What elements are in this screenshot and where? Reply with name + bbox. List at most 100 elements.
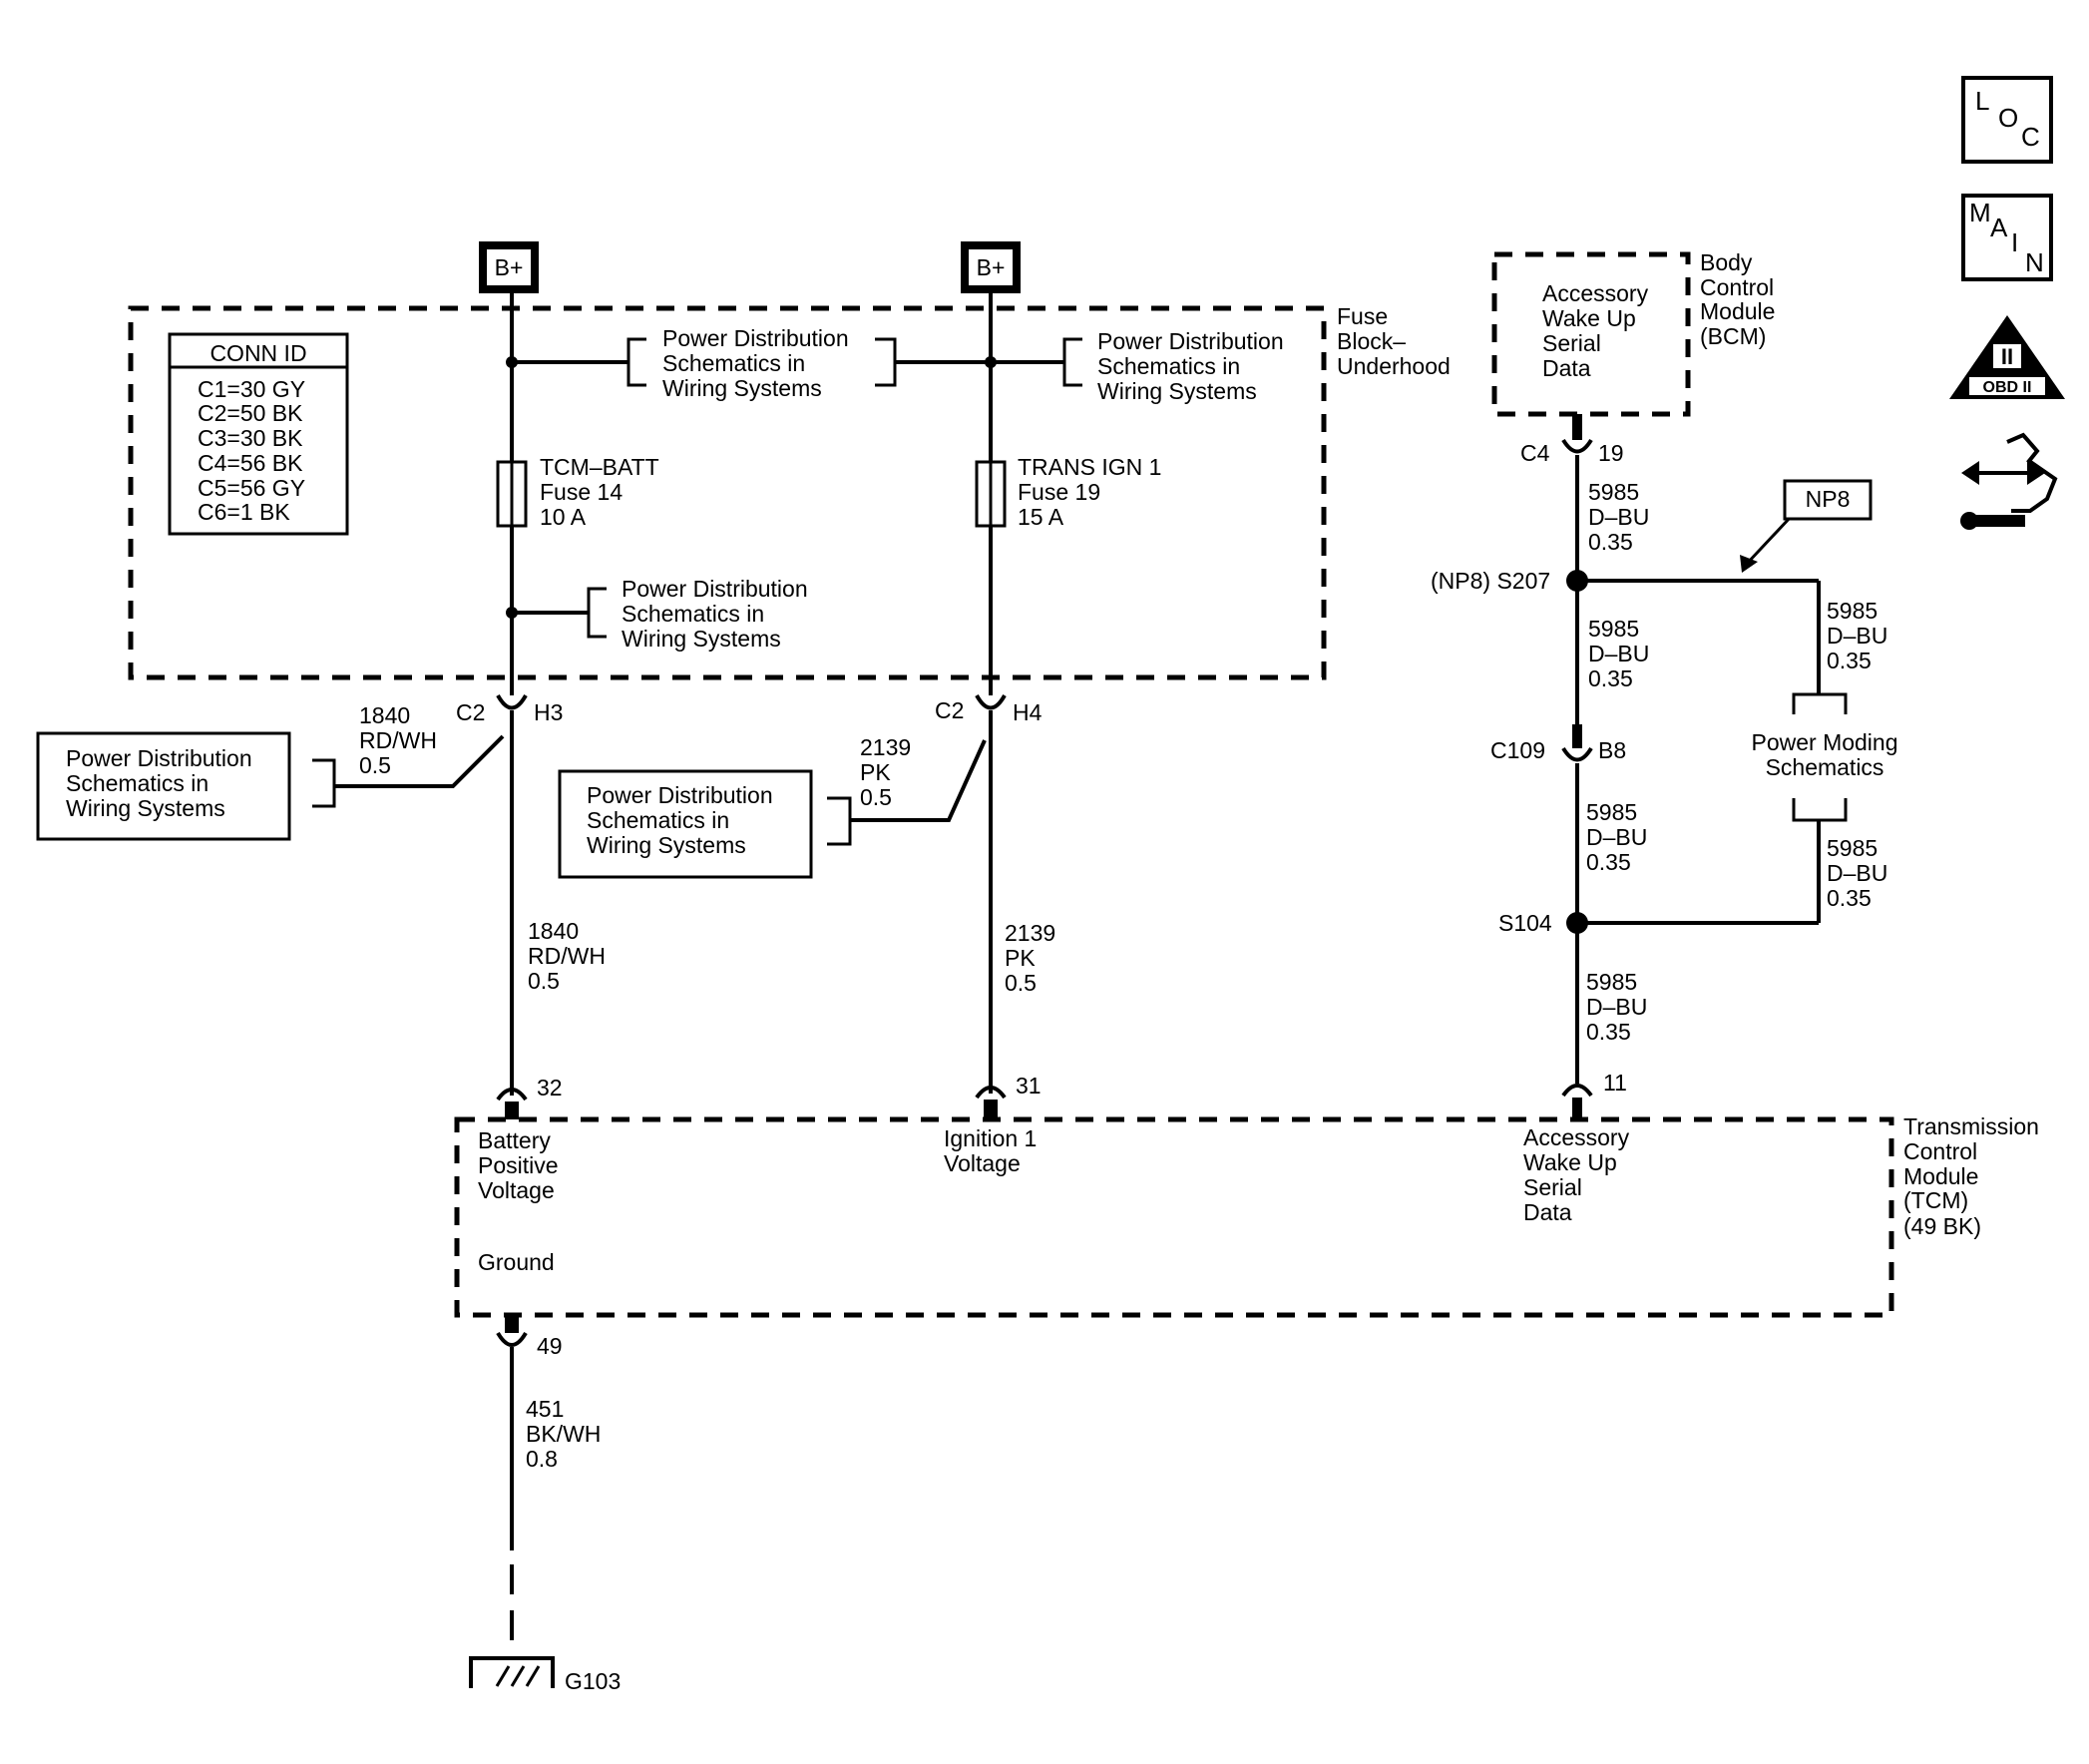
svg-text:Wiring Systems: Wiring Systems [622,626,781,652]
svg-text:CONN ID: CONN ID [209,340,306,366]
power-distribution-ref-left-box: Power Distribution Schematics in Wiring … [36,731,336,841]
svg-text:0.5: 0.5 [1005,970,1037,996]
connector-c2-right: C2 [935,697,964,723]
svg-text:Voltage: Voltage [478,1177,555,1203]
connector-pin-h4: H4 [1013,699,1043,725]
svg-text:0.35: 0.35 [1588,529,1633,555]
svg-text:5985: 5985 [1586,799,1637,825]
loc-icon[interactable]: L O C [1961,76,2053,164]
battery-terminal-left: B+ [479,241,539,293]
svg-text:1840: 1840 [528,918,579,944]
svg-text:Fuse 19: Fuse 19 [1018,479,1100,505]
svg-text:Wiring Systems: Wiring Systems [662,375,822,401]
svg-text:I: I [2011,227,2018,257]
svg-text:Battery: Battery [478,1127,551,1153]
svg-text:Module: Module [1903,1163,1978,1189]
svg-text:5985: 5985 [1827,835,1878,861]
fuse-block-outline [128,305,1327,680]
svg-text:D–BU: D–BU [1586,824,1647,850]
battery-terminal-right: B+ [961,241,1021,293]
tcm-outline [454,1116,1894,1318]
wire-label-5985-e: 5985 D–BU 0.35 [1827,835,1887,911]
svg-text:5985: 5985 [1586,969,1637,995]
ground-g103-label: G103 [565,1668,621,1694]
svg-text:C3=30 BK: C3=30 BK [198,425,303,451]
svg-text:OBD II: OBD II [1983,379,2032,396]
svg-text:C4=56 BK: C4=56 BK [198,450,303,476]
power-distribution-ref-center-box: Power Distribution Schematics in Wiring … [558,769,852,879]
power-distribution-ref-mid: Power Distribution Schematics in Wiring … [587,576,808,652]
tcm-pin-ground-label: Ground [478,1249,555,1275]
circuit-1840 [334,293,628,1119]
svg-text:NP8: NP8 [1806,486,1851,512]
svg-text:Wiring Systems: Wiring Systems [587,832,746,858]
wire-label-5985-d: 5985 D–BU 0.35 [1586,799,1647,875]
svg-text:5985: 5985 [1588,616,1639,642]
connector-pin-49: 49 [537,1333,563,1359]
circuit-2139 [850,293,1064,1119]
svg-text:(49 BK): (49 BK) [1903,1213,1981,1239]
svg-text:Serial: Serial [1523,1174,1582,1200]
svg-text:Positive: Positive [478,1152,559,1178]
connector-c4: C4 [1520,440,1550,466]
connector-c109: C109 [1490,737,1545,763]
svg-text:Fuse 14: Fuse 14 [540,479,623,505]
svg-text:B+: B+ [495,254,524,280]
svg-text:0.35: 0.35 [1586,1019,1631,1045]
svg-text:5985: 5985 [1827,598,1878,624]
svg-text:Schematics in: Schematics in [622,601,764,627]
power-distribution-ref-top-right: Power Distribution Schematics in Wiring … [1062,328,1284,404]
wire-label-5985-b: 5985 D–BU 0.35 [1588,616,1649,691]
main-icon[interactable]: M A I N [1961,194,2053,281]
svg-text:C6=1 BK: C6=1 BK [198,499,290,525]
svg-text:Transmission: Transmission [1903,1113,2039,1139]
svg-text:Module: Module [1700,298,1775,324]
svg-text:0.35: 0.35 [1586,849,1631,875]
svg-text:0.5: 0.5 [860,784,892,810]
svg-text:2139: 2139 [860,734,911,760]
connector-end-view-icon[interactable] [1960,432,2058,530]
svg-text:Data: Data [1523,1199,1572,1225]
svg-text:Power Distribution: Power Distribution [662,325,849,351]
wire-label-2139-lower: 2139 PK 0.5 [1005,920,1055,996]
svg-text:Control: Control [1903,1138,1977,1164]
bcm-outline [1491,251,1691,417]
svg-text:PK: PK [1005,945,1036,971]
svg-text:Schematics in: Schematics in [66,770,209,796]
connector-c2-left: C2 [456,699,485,725]
conn-id-table: CONN ID C1=30 GY C2=50 BK C3=30 BK C4=56… [168,332,349,536]
svg-text:Wiring Systems: Wiring Systems [66,795,225,821]
svg-text:D–BU: D–BU [1588,504,1649,530]
svg-text:Wiring Systems: Wiring Systems [1097,378,1257,404]
svg-text:RD/WH: RD/WH [359,727,437,753]
svg-text:TCM–BATT: TCM–BATT [540,454,659,480]
svg-text:B+: B+ [977,254,1006,280]
svg-text:Schematics in: Schematics in [662,350,805,376]
svg-text:C1=30 GY: C1=30 GY [198,376,305,402]
wire-label-5985-a: 5985 D–BU 0.35 [1588,479,1649,555]
svg-text:L: L [1975,86,1989,116]
tcm-pin-battery-label: Battery Positive Voltage [478,1127,559,1203]
svg-text:0.5: 0.5 [359,752,391,778]
fuse-14-label: TCM–BATT Fuse 14 10 A [540,454,659,530]
connector-pin-31: 31 [1016,1073,1042,1099]
svg-text:TRANS IGN 1: TRANS IGN 1 [1018,454,1161,480]
svg-text:Serial: Serial [1542,330,1601,356]
svg-text:Control: Control [1700,274,1774,300]
svg-text:0.35: 0.35 [1588,665,1633,691]
connector-pin-b8: B8 [1598,737,1626,763]
splice-s207-label: (NP8) S207 [1431,568,1550,594]
wire-label-5985-f: 5985 D–BU 0.35 [1586,969,1647,1045]
svg-text:0.35: 0.35 [1827,885,1872,911]
connector-pin-19: 19 [1598,440,1624,466]
svg-text:Accessory: Accessory [1523,1124,1630,1150]
svg-text:0.5: 0.5 [528,968,560,994]
connector-pin-h3: H3 [534,699,563,725]
svg-text:451: 451 [526,1396,564,1422]
svg-text:15 A: 15 A [1018,504,1064,530]
svg-text:Wake Up: Wake Up [1523,1149,1617,1175]
obd-ii-icon[interactable]: II OBD II [1949,315,2065,399]
connector-pin-11: 11 [1603,1070,1627,1096]
svg-text:O: O [1998,103,2018,133]
connector-pin-32: 32 [537,1075,563,1101]
